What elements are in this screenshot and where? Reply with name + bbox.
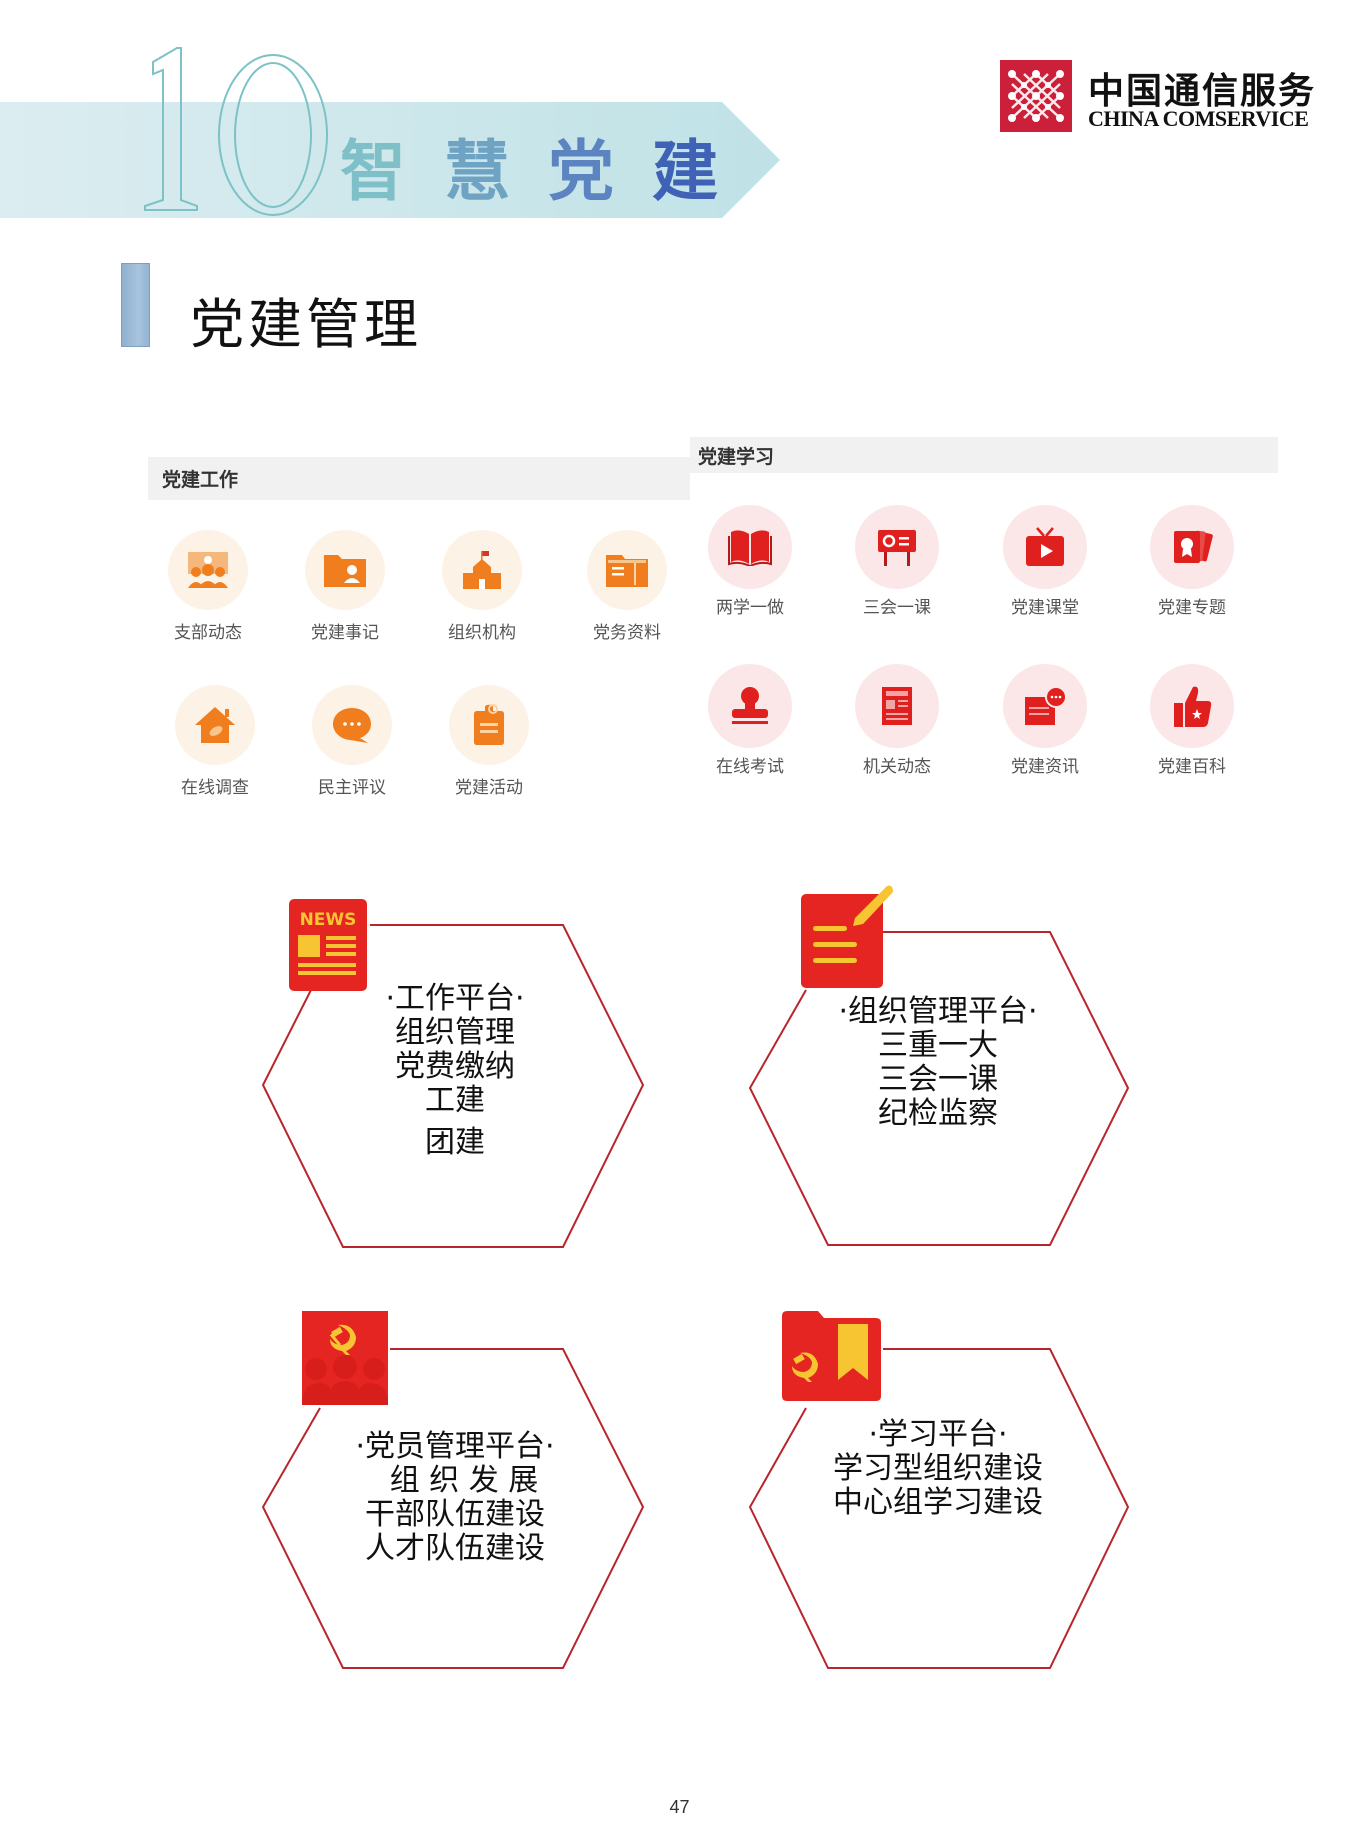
app-label: 机关动态 (863, 757, 931, 777)
platform-line: 组 织 发 展 (389, 1463, 539, 1498)
logo-english-name: CHINA COMSERVICE (1088, 106, 1309, 131)
platform-line: 人才队伍建设 (365, 1531, 545, 1566)
party-folder-bookmark-icon (782, 1311, 881, 1401)
news-icon-text: NEWS (300, 910, 357, 930)
chapter-title-char: 建 (652, 133, 756, 210)
page-number: 47 (669, 1797, 690, 1817)
app-label: 党建活动 (455, 778, 523, 798)
news-icon: NEWS (289, 899, 367, 991)
platform-text: ·学习平台· 学习型组织建设 中心组学习建设 (738, 1418, 1138, 1520)
chapter-title-char: 党 (548, 133, 652, 210)
survey-house-icon (175, 685, 255, 765)
section-title: 党建管理 (190, 293, 422, 356)
app-label: 在线考试 (716, 757, 784, 777)
app-label: 两学一做 (716, 598, 784, 618)
newspaper-icon (855, 664, 939, 748)
news-message-icon (1003, 664, 1087, 748)
platform-text: ·组织管理平台· 三重一大 三会一课 纪检监察 (738, 995, 1138, 1131)
app-label: 组织机构 (448, 623, 516, 643)
platform-text: ·工作平台· 组织管理 党费缴纳 工建 团建 (255, 982, 655, 1160)
platform-text: ·党员管理平台· 组 织 发 展 干部队伍建设 人才队伍建设 (255, 1430, 655, 1566)
app-label: 三会一课 (863, 598, 931, 618)
platform-hexagon-work: ·工作平台· 组织管理 党费缴纳 工建 团建 NEWS (255, 890, 655, 1260)
stamp-icon (708, 664, 792, 748)
platform-line: 三会一课 (878, 1062, 998, 1097)
chapter-title-char: 慧 (444, 133, 548, 210)
chapter-banner (0, 102, 782, 218)
platform-line: 中心组学习建设 (833, 1485, 1043, 1520)
activity-tag-icon (449, 685, 529, 765)
hexagon-outline (261, 1348, 645, 1669)
platform-line: 学习型组织建设 (833, 1451, 1043, 1486)
platform-hexagon-organization: ·组织管理平台· 三重一大 三会一课 纪检监察 (738, 880, 1138, 1260)
company-logo: 中国通信服务 CHINA COMSERVICE (1000, 60, 1330, 134)
app-label: 党建事记 (311, 623, 379, 643)
app-label: 党务资料 (593, 623, 661, 643)
app-label: 支部动态 (174, 623, 242, 643)
logo-lattice-icon (1000, 60, 1072, 132)
app-label: 在线调查 (181, 778, 249, 798)
open-book-icon (708, 505, 792, 589)
chapter-title: 智慧党建 (340, 118, 756, 214)
platform-line: 干部队伍建设 (365, 1497, 545, 1532)
platform-hexagon-learning: ·学习平台· 学习型组织建设 中心组学习建设 (738, 1300, 1138, 1680)
platform-line: 工建 (425, 1083, 485, 1118)
party-members-icon (302, 1311, 388, 1405)
thumbs-up-icon (1150, 664, 1234, 748)
app-label: 民主评议 (318, 778, 386, 798)
app-label: 党建资讯 (1011, 757, 1079, 777)
logo-chinese-name: 中国通信服务 (1088, 70, 1317, 112)
platform-line: 组织管理 (395, 1015, 515, 1050)
hexagon-outline (748, 931, 1130, 1246)
notepad-pencil-icon (801, 885, 893, 988)
panel-header-party-work: 党建工作 (148, 457, 690, 500)
topic-cards-icon (1150, 505, 1234, 589)
record-folder-icon (305, 530, 385, 610)
platform-title: ·组织管理平台· (838, 994, 1038, 1029)
hexagon-outline (748, 1348, 1130, 1669)
platform-hexagon-members: ·党员管理平台· 组 织 发 展 干部队伍建设 人才队伍建设 (255, 1300, 655, 1680)
platform-line: 党费缴纳 (395, 1049, 515, 1084)
platform-title: ·工作平台· (385, 981, 525, 1016)
organization-building-icon (442, 530, 522, 610)
panel-header-party-learning: 党建学习 (690, 437, 1278, 473)
app-label: 党建专题 (1158, 598, 1226, 618)
board-icon (855, 505, 939, 589)
documents-folder-icon (587, 530, 667, 610)
section-marker (121, 263, 150, 347)
platform-title: ·学习平台· (868, 1417, 1008, 1452)
chat-bubble-icon (312, 685, 392, 765)
chapter-title-char: 智 (340, 133, 444, 210)
app-label: 党建课堂 (1011, 598, 1079, 618)
hexagon-outline (261, 924, 645, 1248)
app-label: 党建百科 (1158, 757, 1226, 777)
chapter-number (144, 47, 328, 216)
platform-line: 三重一大 (878, 1028, 998, 1063)
branch-meeting-icon (168, 530, 248, 610)
platform-line: 团建 (425, 1125, 485, 1160)
tv-play-icon (1003, 505, 1087, 589)
platform-line: 纪检监察 (878, 1096, 998, 1131)
platform-title: ·党员管理平台· (355, 1429, 555, 1464)
